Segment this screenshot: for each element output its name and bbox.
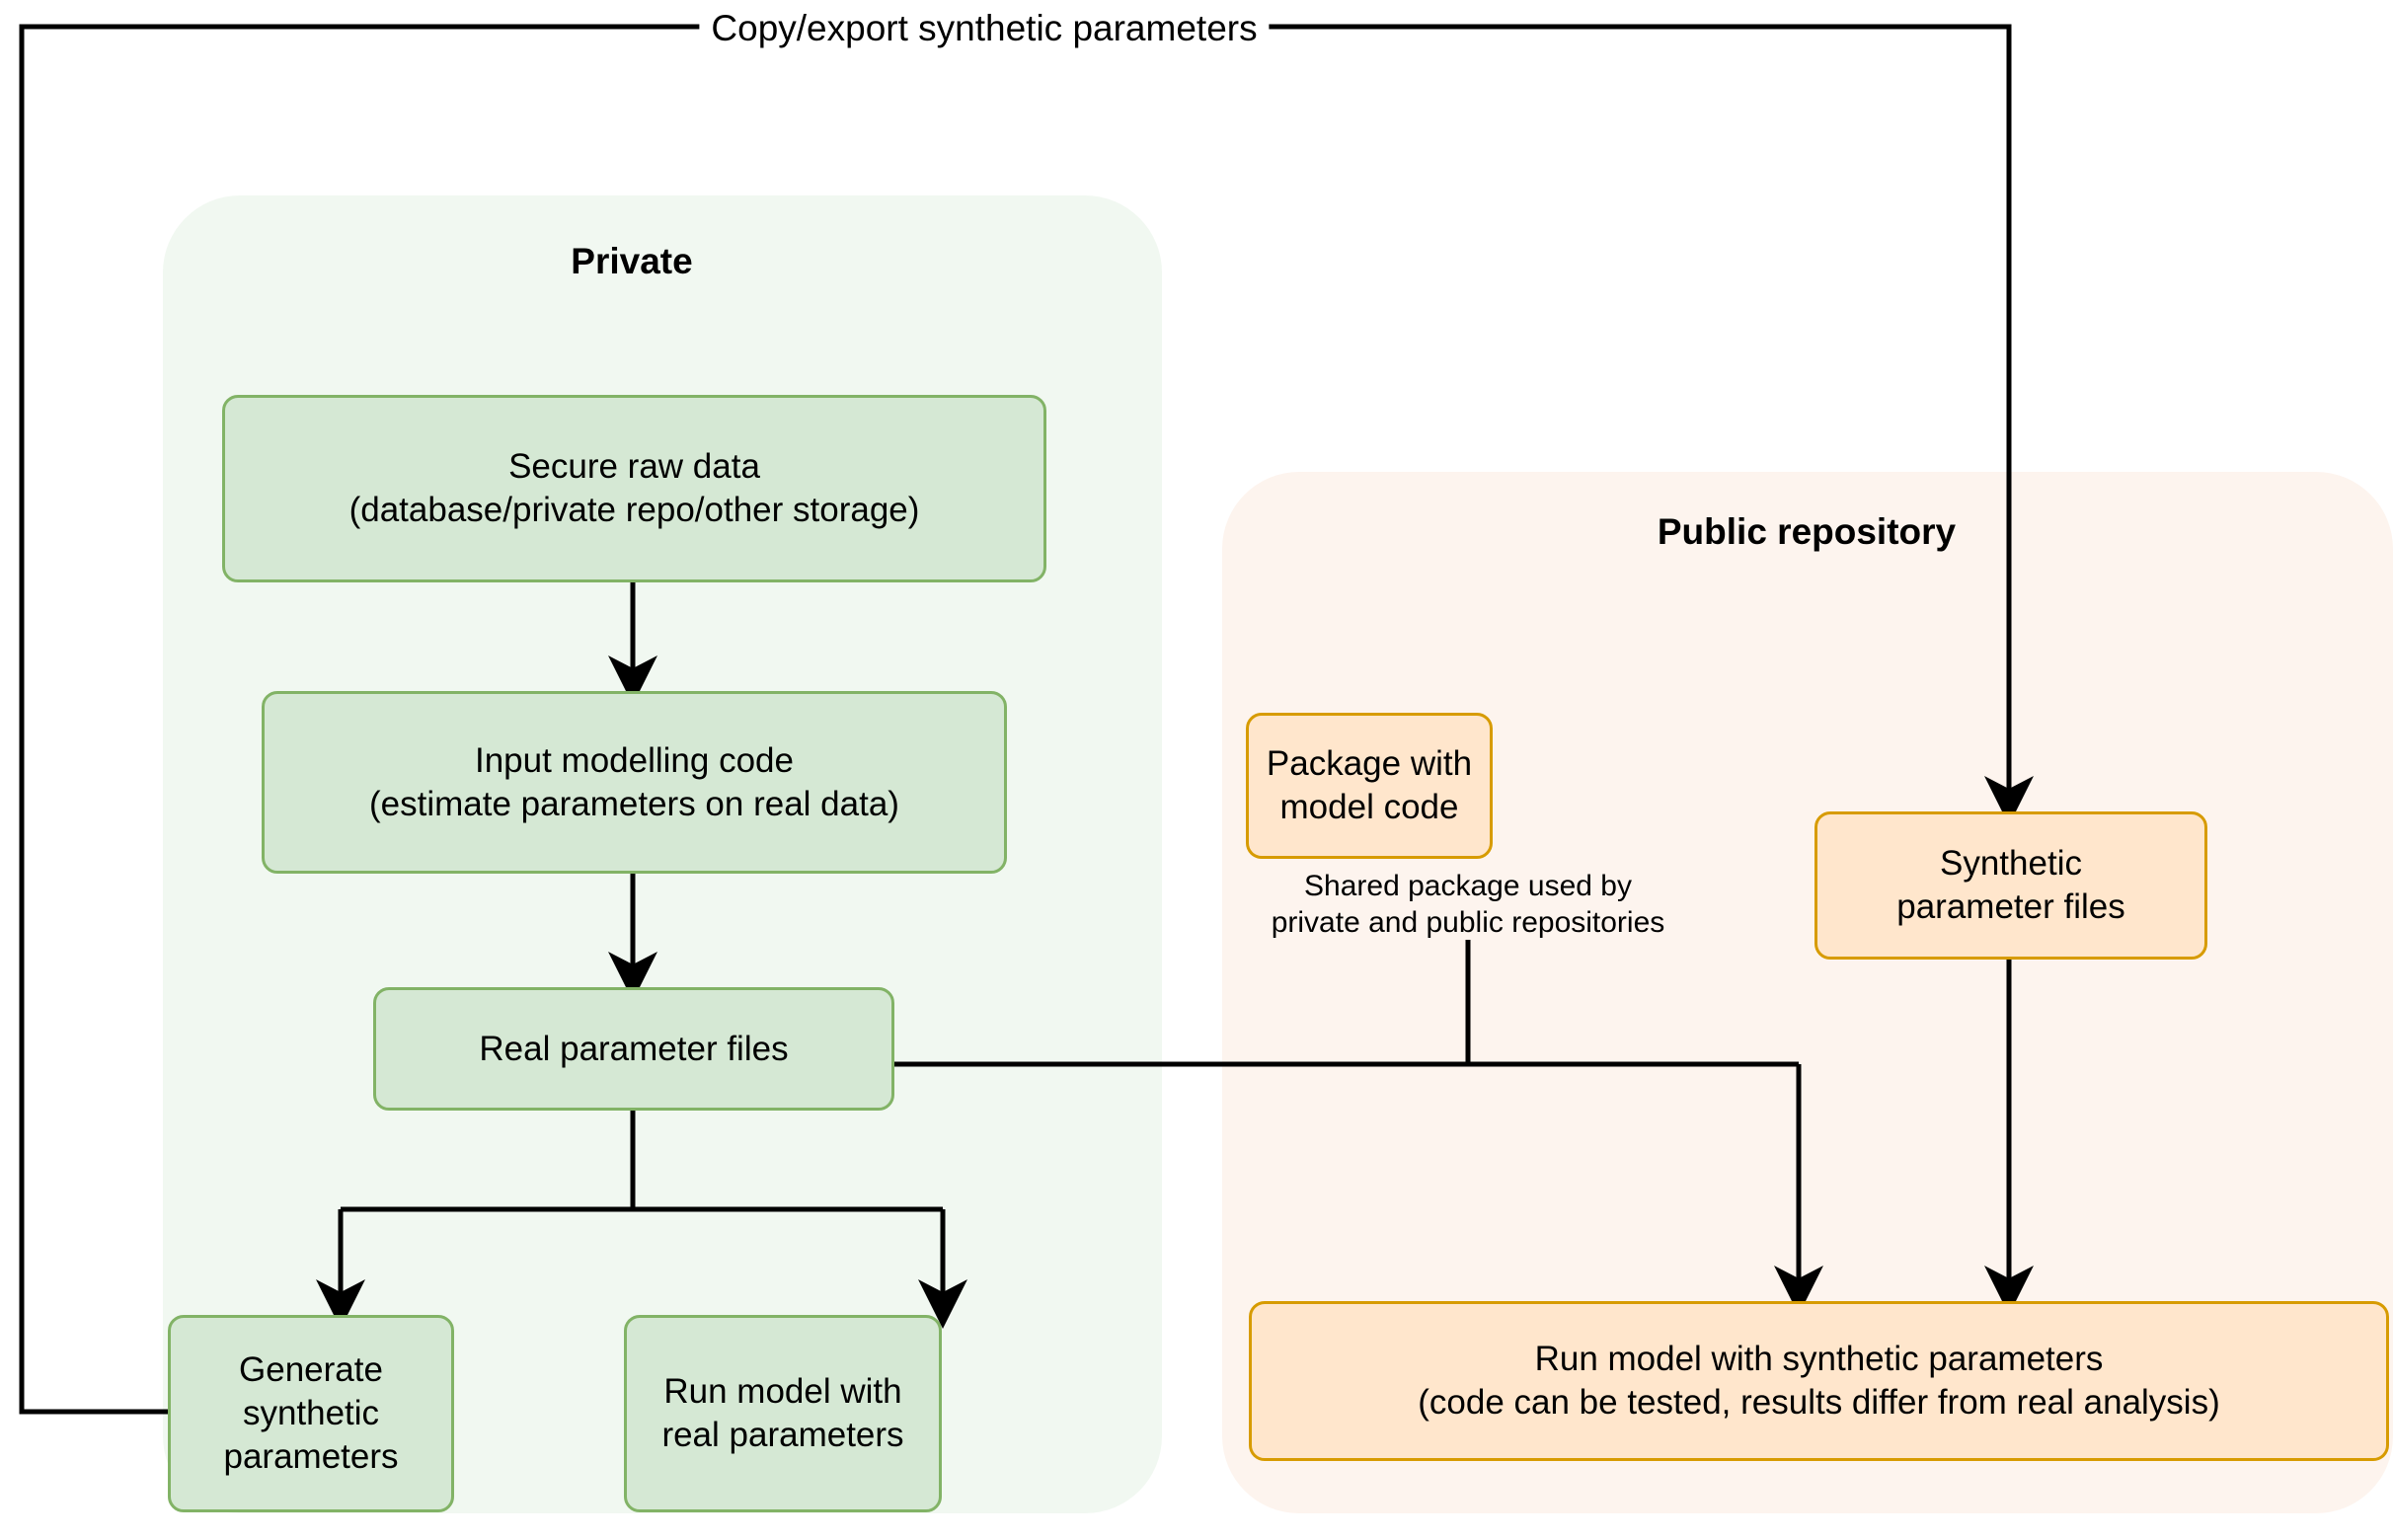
caption-shared-package: Shared package used by private and publi… (1271, 870, 1665, 939)
node-run-model-synthetic-parameters[interactable]: Run model with synthetic parameters (cod… (1249, 1301, 2389, 1461)
zone-title-private: Private (571, 241, 693, 281)
node-real-parameter-files[interactable]: Real parameter files (373, 987, 894, 1111)
node-run-model-real-parameters[interactable]: Run model with real parameters (624, 1315, 942, 1512)
node-input-modelling-code[interactable]: Input modelling code (estimate parameter… (262, 691, 1007, 874)
node-generate-synthetic-parameters[interactable]: Generate synthetic parameters (168, 1315, 454, 1512)
edge-label-copy-export: Copy/export synthetic parameters (699, 8, 1270, 49)
node-package-with-model-code[interactable]: Package with model code (1246, 713, 1493, 859)
node-secure-raw-data[interactable]: Secure raw data (database/private repo/o… (222, 395, 1046, 582)
zone-title-public: Public repository (1657, 511, 1957, 552)
node-synthetic-parameter-files[interactable]: Synthetic parameter files (1814, 811, 2207, 960)
